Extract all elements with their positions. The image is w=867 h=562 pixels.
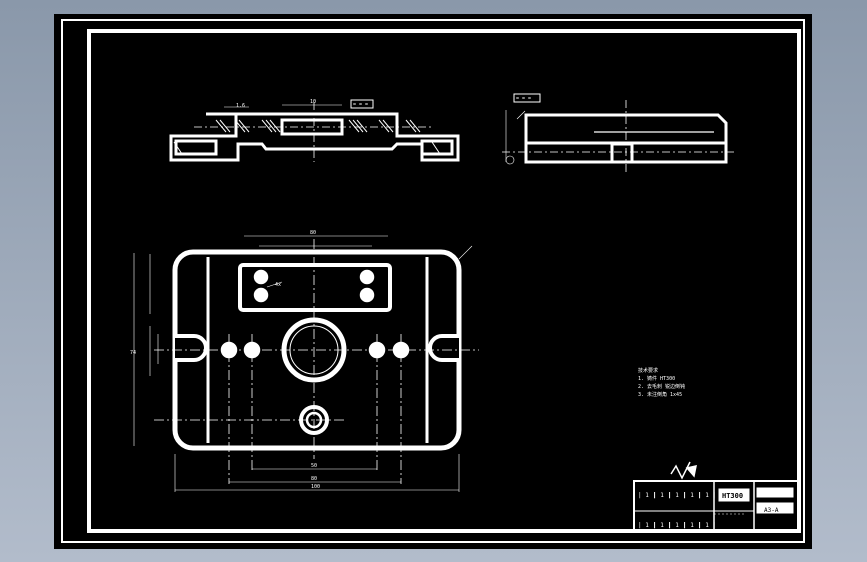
title-mark: | 1 | bbox=[638, 522, 656, 529]
right-slot bbox=[428, 334, 459, 362]
hatch-pattern bbox=[173, 119, 441, 155]
title-block-row-bottom: | 1 | | 1 | | 1 | | 1 | | 1 | bbox=[638, 522, 716, 529]
notes-line-1: 1. 铸件 HT300 bbox=[638, 375, 675, 382]
title-mark: | 1 | bbox=[668, 522, 686, 529]
dim-plan-bottom-1: 50 bbox=[311, 463, 317, 469]
title-mark: | 1 | bbox=[653, 522, 671, 529]
title-block-row-top: | 1 | | 1 | | 1 | | 1 | | 1 | bbox=[638, 492, 716, 499]
hole-row bbox=[220, 269, 410, 359]
side-view bbox=[502, 93, 734, 172]
outer-frame bbox=[61, 19, 805, 543]
title-mark: | 1 | bbox=[698, 492, 716, 499]
title-mark: | 1 | bbox=[683, 522, 701, 529]
notes-heading: 技术要求 bbox=[638, 367, 658, 374]
left-slot bbox=[175, 334, 208, 362]
drawing-sheet: 1.6 10 = = = = = = bbox=[54, 14, 812, 549]
front-dimensions bbox=[224, 99, 374, 109]
drawing-number: HT300 bbox=[722, 492, 743, 500]
plan-view bbox=[133, 235, 479, 492]
title-mark: | 1 | bbox=[683, 492, 701, 499]
dim-plan-bottom-2: 80 bbox=[311, 476, 317, 482]
top-pocket bbox=[238, 263, 392, 312]
front-section-view bbox=[169, 99, 460, 162]
dim-front-small: 1.6 bbox=[236, 103, 245, 109]
title-mark: | 1 | bbox=[668, 492, 686, 499]
dim-plan-height: 74 bbox=[130, 350, 136, 356]
inner-frame bbox=[87, 29, 801, 533]
notes-line-3: 3. 未注倒角 1x45 bbox=[638, 391, 682, 398]
dim-hole-note: 4x bbox=[275, 282, 281, 288]
center-lines bbox=[194, 102, 434, 162]
title-mark: | 1 | bbox=[698, 522, 716, 529]
title-block bbox=[633, 480, 799, 532]
drawing-canvas: 1.6 10 = = = = = = bbox=[61, 19, 805, 543]
plan-dimensions bbox=[133, 235, 473, 492]
title-mark: | 1 | bbox=[638, 492, 656, 499]
plan-center-lines bbox=[154, 239, 479, 484]
drawing-scale: A3-A bbox=[764, 507, 779, 514]
dim-front-width: 10 bbox=[310, 99, 316, 105]
side-tag-label: = = = bbox=[516, 96, 531, 102]
dim-plan-width: 80 bbox=[310, 230, 316, 236]
dim-plan-bottom-3: 100 bbox=[311, 484, 320, 490]
roughness-symbol bbox=[670, 461, 697, 480]
notes-line-2: 2. 去毛刺 锐边倒钝 bbox=[638, 383, 685, 390]
technical-notes: 技术要求 1. 铸件 HT300 2. 去毛刺 锐边倒钝 3. 未注倒角 1x4… bbox=[638, 367, 685, 398]
front-tag-label: = = = bbox=[353, 102, 368, 108]
title-mark: | 1 | bbox=[653, 492, 671, 499]
